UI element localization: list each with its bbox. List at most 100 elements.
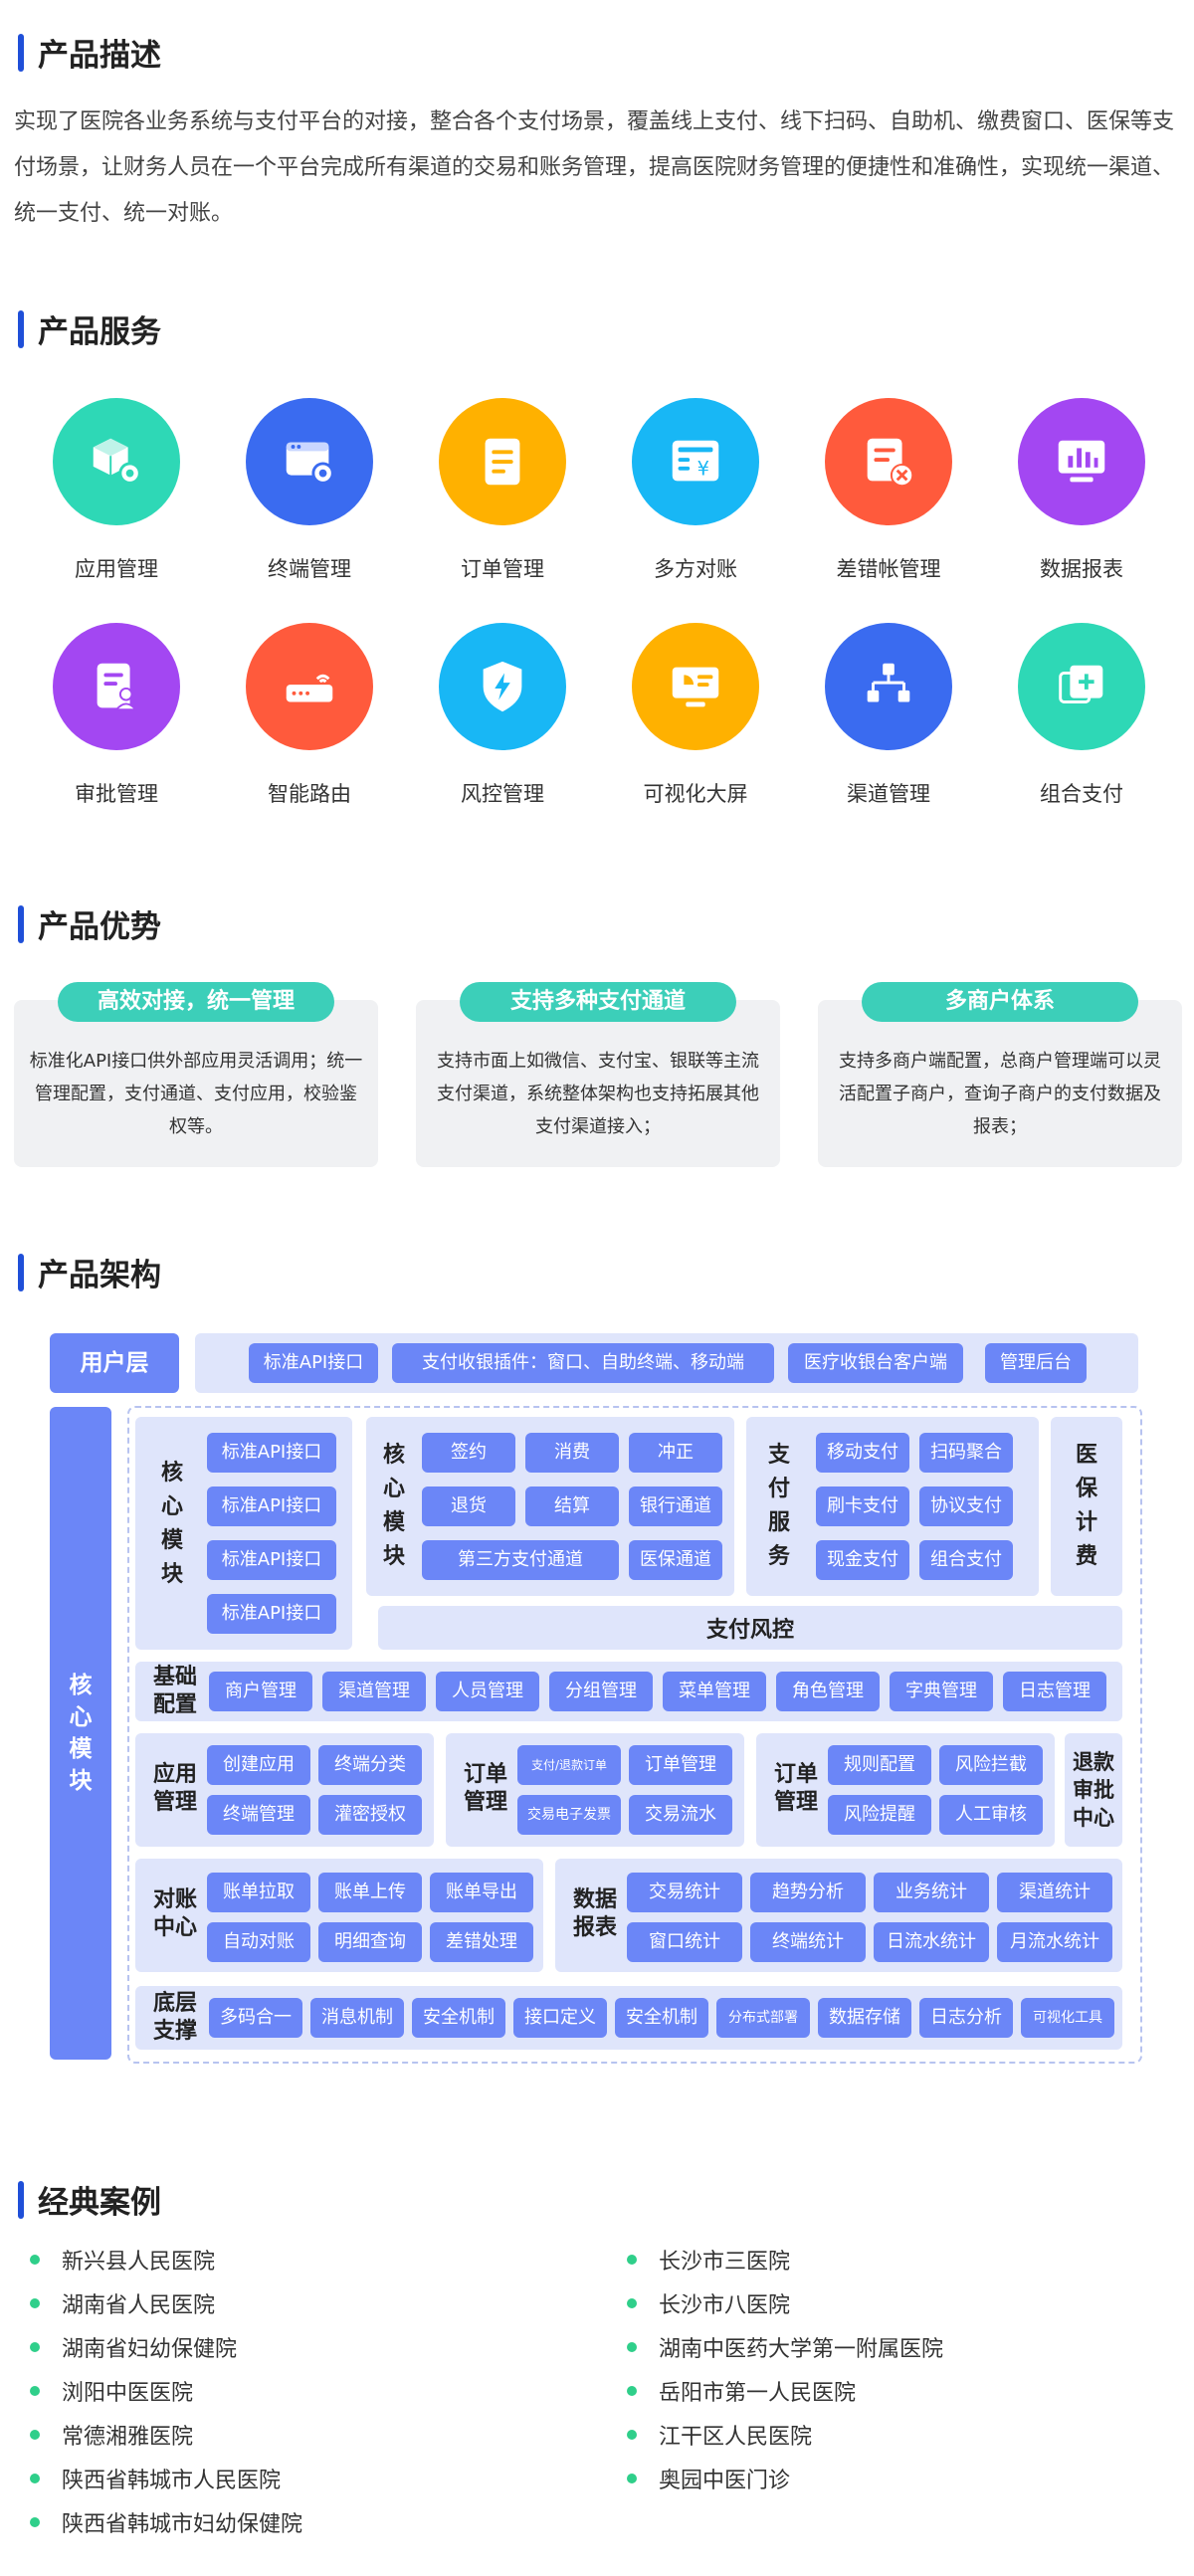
case-item: 常德湘雅医院 — [30, 2419, 193, 2451]
recon-item: 差错处理 — [430, 1922, 533, 1962]
service-reconcile[interactable]: ¥ 多方对账 — [601, 398, 790, 583]
case-name: 陕西省韩城市人民医院 — [62, 2469, 282, 2493]
trade-item: 冲正 — [629, 1433, 722, 1473]
service-circle — [246, 398, 373, 525]
order-item: 交易流水 — [629, 1795, 732, 1835]
case-name: 长沙市八医院 — [659, 2293, 791, 2318]
service-label: 多方对账 — [654, 557, 737, 581]
user-layer-item: 支付收银插件：窗口、自助终端、移动端 — [392, 1343, 774, 1383]
order-item: 订单管理 — [629, 1745, 732, 1785]
report-item: 终端统计 — [750, 1922, 866, 1962]
bullet-dot-icon — [627, 2255, 637, 2265]
recon-item: 明细查询 — [318, 1922, 422, 1962]
case-item: 江干区人民医院 — [627, 2419, 812, 2451]
case-item: 陕西省韩城市妇幼保健院 — [30, 2506, 302, 2538]
svg-text:¥: ¥ — [697, 458, 709, 481]
title-accent-bar — [18, 33, 24, 72]
service-data-report[interactable]: 数据报表 — [987, 398, 1176, 583]
medical-insurance-label: 医保计费 — [1075, 1443, 1097, 1569]
app-item: 创建应用 — [207, 1745, 310, 1785]
pay-item: 扫码聚合 — [919, 1433, 1013, 1473]
bullet-dot-icon — [30, 2342, 40, 2352]
bullet-dot-icon — [627, 2298, 637, 2308]
report-item: 交易统计 — [627, 1873, 742, 1912]
bullet-dot-icon — [627, 2386, 637, 2396]
service-error-mgmt[interactable]: 差错帐管理 — [794, 398, 983, 583]
service-circle — [439, 623, 566, 750]
base-support-item: 安全机制 — [412, 1998, 505, 2038]
order-item: 交易电子发票 — [517, 1795, 621, 1835]
service-label: 风控管理 — [461, 782, 544, 806]
core-trade-label: 核心模块 — [382, 1443, 405, 1569]
approval-user-icon — [97, 663, 138, 711]
bullet-dot-icon — [627, 2430, 637, 2440]
case-name: 新兴县人民医院 — [62, 2250, 216, 2275]
section-title-text: 产品优势 — [38, 909, 161, 945]
service-label: 差错帐管理 — [836, 557, 941, 581]
recon-item: 账单导出 — [430, 1873, 533, 1912]
report-item: 日流水统计 — [874, 1922, 989, 1962]
user-layer-item: 管理后台 — [985, 1343, 1087, 1383]
base-config-item: 字典管理 — [890, 1672, 993, 1711]
service-channel-mgmt[interactable]: 渠道管理 — [794, 623, 983, 808]
trade-item: 消费 — [525, 1433, 619, 1473]
bullet-dot-icon — [30, 2517, 40, 2527]
section-title-advantages: 产品优势 — [18, 901, 161, 946]
case-name: 岳阳市第一人民医院 — [659, 2381, 857, 2406]
base-config-item: 商户管理 — [209, 1672, 312, 1711]
app-mgmt-label: 应用管理 — [152, 1762, 197, 1815]
base-config-item: 分组管理 — [549, 1672, 653, 1711]
recon-center-label: 对账中心 — [152, 1887, 197, 1940]
service-label: 可视化大屏 — [643, 782, 748, 806]
service-app-mgmt[interactable]: 应用管理 — [22, 398, 211, 583]
api-item: 标准API接口 — [207, 1540, 336, 1580]
base-support-item: 数据存储 — [818, 1998, 911, 2038]
advantage-card: 支持多种支付通道 支持市面上如微信、支付宝、银联等主流支付渠道，系统整体架构也支… — [416, 982, 780, 1167]
service-smart-routing[interactable]: 智能路由 — [215, 623, 404, 808]
risk-control-band: 支付风控 — [378, 1606, 1122, 1650]
case-item: 长沙市三医院 — [627, 2244, 790, 2276]
service-circle — [1018, 623, 1145, 750]
combine-plus-icon — [1059, 665, 1103, 703]
bullet-dot-icon — [30, 2430, 40, 2440]
service-risk-control[interactable]: 风控管理 — [408, 623, 597, 808]
shield-bolt-icon — [483, 661, 522, 712]
advantage-text: 支持市面上如微信、支付宝、银联等主流支付渠道，系统整体架构也支持拓展其他支付渠道… — [437, 1051, 759, 1137]
service-approval[interactable]: 审批管理 — [22, 623, 211, 808]
service-circle — [825, 623, 952, 750]
service-circle — [53, 623, 180, 750]
base-support-item: 日志分析 — [919, 1998, 1013, 2038]
section-title-text: 产品描述 — [38, 38, 161, 74]
case-name: 奥园中医门诊 — [659, 2469, 791, 2493]
advantage-text: 支持多商户端配置，总商户管理端可以灵活配置子商户，查询子商户的支付数据及报表； — [839, 1051, 1161, 1137]
case-name: 湖南省妇幼保健院 — [62, 2337, 238, 2362]
case-item: 岳阳市第一人民医院 — [627, 2375, 856, 2407]
service-big-screen[interactable]: 可视化大屏 — [601, 623, 790, 808]
trade-item: 医保通道 — [629, 1540, 722, 1580]
section-title-services: 产品服务 — [18, 306, 161, 351]
error-doc-icon — [867, 438, 914, 488]
service-combined-pay[interactable]: 组合支付 — [987, 623, 1176, 808]
section-title-cases: 经典案例 — [18, 2177, 161, 2222]
report-item: 窗口统计 — [627, 1922, 742, 1962]
base-config-item: 人员管理 — [436, 1672, 539, 1711]
service-order-mgmt[interactable]: 订单管理 — [408, 398, 597, 583]
api-item: 标准API接口 — [207, 1594, 336, 1634]
recon-item: 账单上传 — [318, 1873, 422, 1912]
app-item: 终端分类 — [318, 1745, 422, 1785]
report-monitor-icon — [1058, 440, 1105, 483]
advantage-card: 高效对接，统一管理 标准化API接口供外部应用灵活调用；统一管理配置，支付通道、… — [14, 982, 378, 1167]
advantage-title: 多商户体系 — [862, 982, 1138, 1022]
report-item: 业务统计 — [874, 1873, 989, 1912]
report-item: 趋势分析 — [750, 1873, 866, 1912]
service-circle: ¥ — [632, 398, 759, 525]
section-title-text: 产品服务 — [38, 314, 161, 350]
bullet-dot-icon — [30, 2298, 40, 2308]
bullet-dot-icon — [30, 2474, 40, 2483]
service-circle — [825, 398, 952, 525]
api-item: 标准API接口 — [207, 1433, 336, 1473]
service-terminal-mgmt[interactable]: 终端管理 — [215, 398, 404, 583]
base-support-item: 可视化工具 — [1021, 1998, 1114, 2038]
pay-item: 组合支付 — [919, 1540, 1013, 1580]
order-item: 支付/退款订单 — [517, 1745, 621, 1785]
